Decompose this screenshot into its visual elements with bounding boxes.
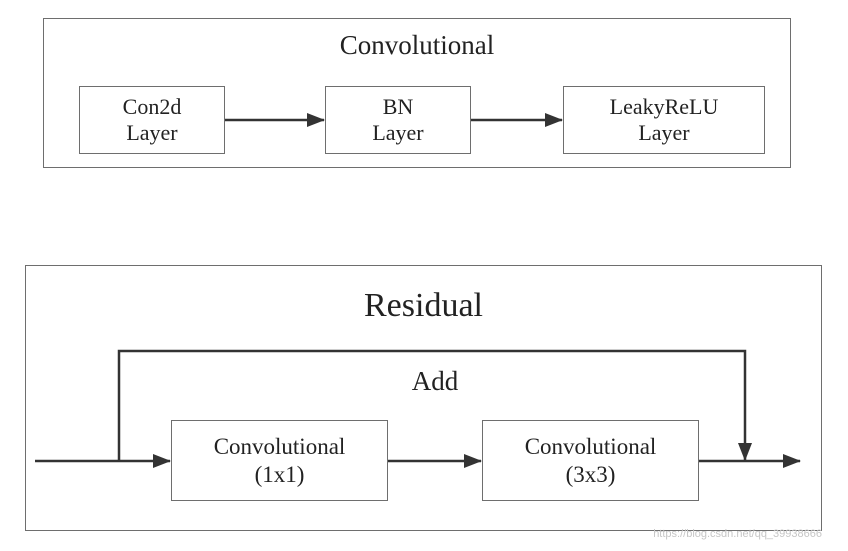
residual-block-title: Residual: [364, 287, 483, 324]
con2d-layer-node: Con2d Layer: [79, 86, 225, 154]
residual-block-frame: [25, 265, 822, 531]
conv-1x1-node: Convolutional (1x1): [171, 420, 388, 501]
bn-layer-node: BN Layer: [325, 86, 471, 154]
bn-layer-label-1: BN: [382, 93, 414, 119]
leakyrelu-layer-node: LeakyReLU Layer: [563, 86, 765, 154]
watermark-text: https://blog.csdn.net/qq_39938666: [653, 528, 822, 540]
convolutional-block-frame: [43, 18, 791, 168]
leakyrelu-layer-label-1: LeakyReLU: [609, 93, 719, 119]
skip-connection-label: Add: [411, 366, 459, 396]
skip-connection-line: [117, 349, 752, 461]
conv-1x1-label-1: Convolutional: [213, 433, 346, 459]
con2d-layer-label-2: Layer: [126, 120, 178, 145]
conv-1x1-label-2: (1x1): [254, 461, 305, 487]
conv-3x3-label-2: (3x3): [565, 461, 616, 487]
conv-3x3-label-1: Convolutional: [524, 433, 657, 459]
bn-layer-label-2: Layer: [372, 120, 424, 145]
conv-3x3-node: Convolutional (3x3): [482, 420, 699, 501]
leakyrelu-layer-label-2: Layer: [638, 120, 690, 145]
con2d-layer-label-1: Con2d: [122, 93, 182, 119]
convolutional-block-title: Convolutional: [339, 30, 495, 60]
